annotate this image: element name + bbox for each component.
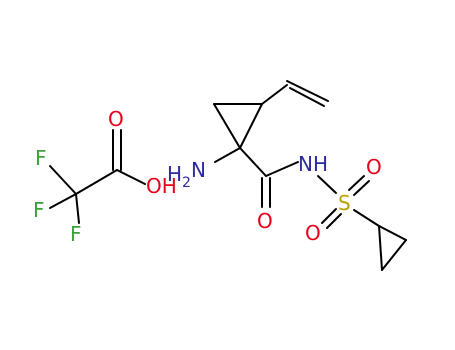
bond-ring2-b: [381, 239, 407, 271]
bond-vinyl-2a: [286, 80, 329, 102]
bond-cf3-c1: [49, 165, 77, 195]
atom-nh2-n: N: [191, 158, 206, 182]
bond-amide-c-nh: [265, 161, 299, 177]
bond-s-o-lower-b: [326, 213, 342, 229]
atom-o-sulfonyl-upper: O: [366, 155, 382, 179]
trifluoroacetic-acid: F F F O OH: [33, 107, 177, 246]
atom-nh2-h: H: [167, 162, 182, 186]
bond-ring2-a: [378, 225, 407, 241]
atom-f-3: F: [70, 222, 82, 246]
atom-o-sulfonyl-lower: O: [305, 221, 321, 245]
atom-nh2-subscript: 2: [182, 175, 191, 191]
bond-ring2-c: [378, 225, 383, 271]
bond-s-o-lower-a: [321, 208, 337, 224]
bond-cf3-c3: [75, 193, 80, 224]
bond-ring-amide-c: [239, 147, 267, 177]
bond-c-oh: [116, 169, 146, 185]
atom-oh: OH: [146, 174, 177, 198]
atom-f-1: F: [35, 146, 47, 170]
bond-s-o-upper-a: [348, 175, 365, 191]
bond-c-nh2: [214, 147, 241, 163]
bond-cf3-c2: [49, 193, 77, 209]
atom-s: S: [338, 191, 351, 215]
bond-vinyl-1: [261, 84, 288, 105]
bond-vinyl-2b: [289, 87, 325, 107]
atom-o-amide: O: [257, 209, 273, 233]
bond-ring1-a: [213, 103, 241, 149]
bond-s-cyclopropyl: [353, 209, 380, 227]
atom-amide-nh: NH: [298, 152, 328, 176]
atom-f-2: F: [33, 198, 45, 222]
bond-s-o-upper-b: [353, 180, 370, 196]
bond-nh-s: [317, 175, 337, 194]
bond-cf3-carboxyl: [75, 169, 118, 195]
vinylcyclopropane-sulfonamide: H 2 N NH O S O O: [167, 80, 407, 271]
bond-ring1-c: [239, 103, 263, 149]
atom-o-carbonyl: O: [108, 107, 124, 131]
